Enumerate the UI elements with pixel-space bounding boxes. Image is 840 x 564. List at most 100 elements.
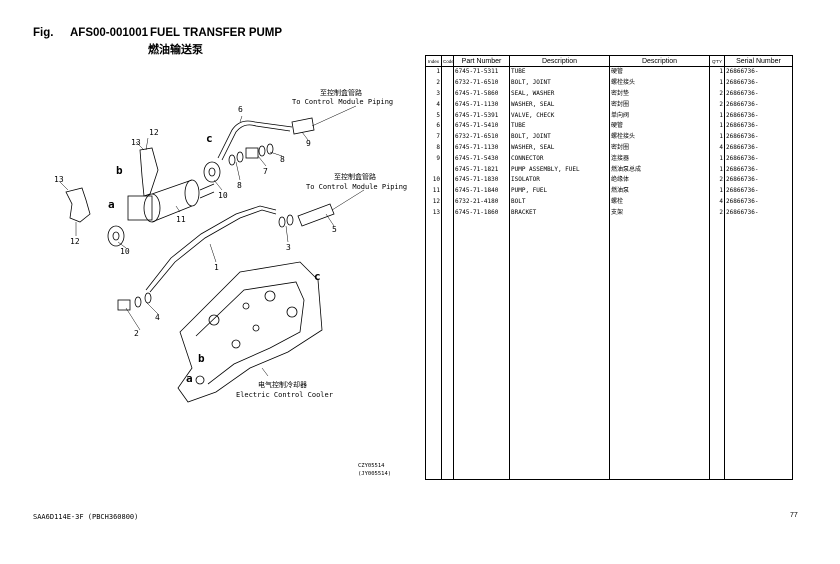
cell-cn: 螺栓接头 bbox=[609, 131, 710, 143]
cell-code bbox=[441, 77, 454, 89]
cell-serial: 26866736- bbox=[724, 131, 793, 143]
cell-cn: 燃油泵总成 bbox=[609, 164, 710, 175]
to-control-en-2: To Control Module Piping bbox=[306, 183, 407, 191]
cell-qty: 1 bbox=[709, 110, 725, 121]
cell-index: 4 bbox=[425, 99, 442, 111]
empty-cell bbox=[609, 218, 710, 481]
figure-code: AFS00-001001 bbox=[70, 27, 148, 39]
cell-code bbox=[441, 99, 454, 111]
figure-title-chinese: 燃油输送泵 bbox=[148, 43, 203, 56]
to-control-cn-1: 至控制盒管路 bbox=[320, 88, 362, 97]
col-description-en: Description bbox=[509, 55, 610, 67]
col-serial-number: Serial Number bbox=[724, 55, 793, 67]
cell-desc: SEAL, WASHER bbox=[509, 88, 610, 100]
cell-serial: 26866736- bbox=[724, 88, 793, 100]
letter-a: a bbox=[108, 198, 115, 211]
cell-code bbox=[441, 153, 454, 165]
cell-serial: 26866736- bbox=[724, 66, 793, 78]
callout-11: 11 bbox=[176, 215, 186, 224]
callout-12: 12 bbox=[149, 128, 159, 137]
cell-part: 6745-71-5410 bbox=[453, 120, 510, 132]
cell-part: 6732-71-6510 bbox=[453, 77, 510, 89]
cell-desc: WASHER, SEAL bbox=[509, 99, 610, 111]
cell-cn: 密封垫 bbox=[609, 88, 710, 100]
cell-code bbox=[441, 196, 454, 208]
cell-qty: 1 bbox=[709, 153, 725, 165]
letter-c: c bbox=[206, 132, 213, 145]
figure-title: FUEL TRANSFER PUMP bbox=[150, 27, 283, 39]
cell-serial: 26866736- bbox=[724, 207, 793, 219]
cell-code bbox=[441, 131, 454, 143]
cell-index bbox=[425, 164, 442, 175]
callout-10: 10 bbox=[218, 191, 228, 200]
cell-cn: 密封圈 bbox=[609, 99, 710, 111]
empty-cell bbox=[453, 218, 510, 481]
cell-cn: 单向阀 bbox=[609, 110, 710, 121]
cell-qty: 1 bbox=[709, 66, 725, 78]
drawing-reference: CZY05514 (JY005514) bbox=[358, 462, 391, 478]
cell-qty: 1 bbox=[709, 120, 725, 132]
cell-serial: 26866736- bbox=[724, 142, 793, 154]
isolator-10-upper bbox=[203, 161, 221, 183]
cell-serial: 26866736- bbox=[724, 185, 793, 197]
parts-table: Index Code Part Number Description Descr… bbox=[425, 55, 793, 481]
letter-a: a bbox=[186, 372, 193, 385]
cooler-cn: 电气控制冷却器 bbox=[258, 380, 307, 389]
callout-9: 9 bbox=[306, 139, 311, 148]
cell-qty: 1 bbox=[709, 185, 725, 197]
cell-index: 8 bbox=[425, 142, 442, 154]
drawing-ref-2: (JY005514) bbox=[358, 471, 392, 477]
callout-4: 4 bbox=[155, 313, 160, 322]
cell-desc: TUBE bbox=[509, 120, 610, 132]
cell-part: 6745-71-5391 bbox=[453, 110, 510, 121]
col-part-number: Part Number bbox=[453, 55, 510, 67]
cell-serial: 26866736- bbox=[724, 164, 793, 175]
callout-numbers: 6 12 13 13 12 10 11 10 8 7 8 9 5 3 1 2 4 bbox=[54, 105, 337, 338]
cell-part: 6745-71-1130 bbox=[453, 142, 510, 154]
callout-8: 8 bbox=[280, 155, 285, 164]
cell-desc: BOLT bbox=[509, 196, 610, 208]
cell-serial: 26866736- bbox=[724, 99, 793, 111]
cell-desc: BRACKET bbox=[509, 207, 610, 219]
callout-3: 3 bbox=[286, 243, 291, 252]
cell-qty: 1 bbox=[709, 164, 725, 175]
cell-part: 6745-71-1130 bbox=[453, 99, 510, 111]
table-empty-space bbox=[425, 218, 793, 481]
cell-index: 2 bbox=[425, 77, 442, 89]
fuel-pump-11 bbox=[127, 179, 215, 223]
cell-part: 6745-71-1860 bbox=[453, 207, 510, 219]
electric-control-cooler bbox=[177, 261, 323, 403]
letter-b: b bbox=[116, 164, 123, 177]
col-index: Index bbox=[425, 55, 442, 67]
cell-desc: VALVE, CHECK bbox=[509, 110, 610, 121]
empty-cell bbox=[709, 218, 725, 481]
cell-cn: 密封圈 bbox=[609, 142, 710, 154]
to-control-en-1: To Control Module Piping bbox=[292, 98, 393, 106]
cell-cn: 螺栓接头 bbox=[609, 77, 710, 89]
cell-index: 5 bbox=[425, 110, 442, 121]
callout-2: 2 bbox=[134, 329, 139, 338]
connector-9 bbox=[291, 117, 315, 135]
cell-qty: 2 bbox=[709, 99, 725, 111]
cell-index: 11 bbox=[425, 185, 442, 197]
check-valve-5 bbox=[297, 203, 335, 227]
callout-6: 6 bbox=[238, 105, 243, 114]
col-qty: Q'TY bbox=[709, 55, 725, 67]
cell-serial: 26866736- bbox=[724, 153, 793, 165]
cell-code bbox=[441, 110, 454, 121]
cell-code bbox=[441, 66, 454, 78]
cell-qty: 1 bbox=[709, 131, 725, 143]
tube-1 bbox=[149, 209, 277, 293]
cell-part: 6732-21-4180 bbox=[453, 196, 510, 208]
drawing-ref-1: CZY05514 bbox=[358, 463, 385, 469]
